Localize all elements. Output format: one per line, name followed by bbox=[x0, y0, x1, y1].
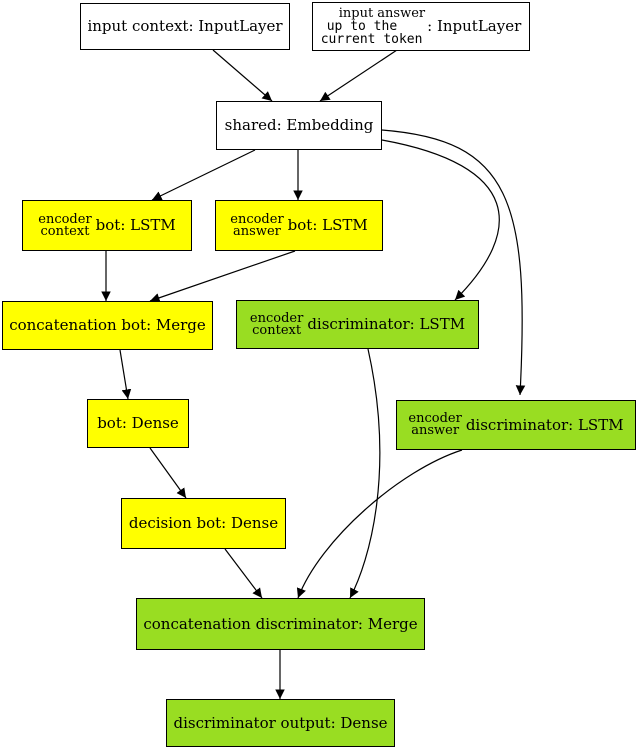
node-decision-bot-label: decision bot: Dense bbox=[128, 514, 279, 532]
node-encoder-answer-bot[interactable]: encoder answer bot: LSTM bbox=[215, 200, 383, 251]
node-input-answer-line3: current token bbox=[320, 32, 423, 47]
node-encoder-context-discriminator-suffix: discriminator: LSTM bbox=[307, 315, 466, 333]
node-input-answer-line1: input answer bbox=[338, 6, 426, 21]
edge-shared-to-encoder-answer-discriminator bbox=[381, 129, 526, 396]
node-concatenation-bot-label: concatenation bot: Merge bbox=[9, 316, 206, 334]
edge-concatenation-bot-to-bot-dense bbox=[119, 349, 132, 400]
node-discriminator-output[interactable]: discriminator output: Dense bbox=[166, 699, 395, 747]
node-encoder-answer-bot-top: encoder bbox=[230, 211, 284, 227]
node-encoder-context-bot-stack: encoder context bbox=[38, 211, 92, 239]
edge-encoder-answer-bot-to-concatenation-bot bbox=[149, 250, 296, 303]
node-concatenation-bot[interactable]: concatenation bot: Merge bbox=[2, 301, 213, 350]
node-encoder-context-bot[interactable]: encoder context bot: LSTM bbox=[22, 200, 192, 251]
node-encoder-answer-discriminator-stack: encoder answer bbox=[408, 411, 462, 438]
node-encoder-answer-discriminator-top: encoder bbox=[408, 411, 462, 426]
node-encoder-context-bot-top: encoder bbox=[38, 211, 92, 227]
node-concatenation-discriminator[interactable]: concatenation discriminator: Merge bbox=[136, 598, 425, 650]
node-encoder-context-discriminator-bottom: context bbox=[252, 322, 302, 338]
node-bot-dense-label: bot: Dense bbox=[97, 414, 179, 432]
node-decision-bot[interactable]: decision bot: Dense bbox=[121, 498, 286, 549]
node-encoder-answer-discriminator-bottom: answer bbox=[411, 423, 460, 438]
node-encoder-answer-bot-bottom: answer bbox=[233, 223, 281, 239]
node-encoder-context-bot-bottom: context bbox=[40, 223, 90, 239]
node-input-answer[interactable]: input answer up to the current token : I… bbox=[312, 2, 530, 51]
node-encoder-answer-discriminator[interactable]: encoder answer discriminator: LSTM bbox=[396, 400, 636, 450]
node-shared[interactable]: shared: Embedding bbox=[216, 101, 382, 150]
node-shared-label: shared: Embedding bbox=[224, 116, 374, 134]
node-bot-dense[interactable]: bot: Dense bbox=[87, 399, 189, 448]
node-encoder-answer-bot-stack: encoder answer bbox=[230, 211, 284, 239]
edge-shared-to-encoder-context-discriminator bbox=[381, 139, 500, 301]
node-input-context[interactable]: input context: InputLayer bbox=[80, 3, 290, 50]
node-encoder-answer-bot-suffix: bot: LSTM bbox=[287, 216, 368, 234]
edge-shared-to-encoder-context-bot bbox=[151, 149, 256, 201]
node-input-context-label: input context: InputLayer bbox=[87, 17, 283, 35]
edge-input-answer-to-shared bbox=[319, 49, 398, 102]
node-input-answer-name: input answer up to the current token bbox=[321, 7, 425, 46]
edge-input-context-to-shared bbox=[212, 49, 273, 102]
edge-bot-dense-to-decision-bot bbox=[149, 447, 187, 499]
node-encoder-context-discriminator-stack: encoder context bbox=[249, 310, 304, 338]
node-concatenation-discriminator-label: concatenation discriminator: Merge bbox=[143, 614, 418, 633]
node-discriminator-output-label: discriminator output: Dense bbox=[173, 713, 388, 732]
node-encoder-answer-discriminator-suffix: discriminator: LSTM bbox=[465, 415, 624, 434]
node-input-answer-suffix: : InputLayer bbox=[427, 17, 522, 35]
edge-encoder-answer-discriminator-to-concatenation-discriminator bbox=[296, 449, 463, 599]
edge-decision-bot-to-concatenation-discriminator bbox=[224, 548, 263, 599]
node-encoder-context-bot-suffix: bot: LSTM bbox=[95, 216, 176, 234]
edge-encoder-context-discriminator-to-concatenation-discriminator bbox=[349, 348, 381, 599]
node-encoder-context-discriminator-top: encoder bbox=[249, 310, 304, 326]
node-encoder-context-discriminator[interactable]: encoder context discriminator: LSTM bbox=[236, 300, 479, 349]
node-input-answer-line2: up to the bbox=[326, 19, 398, 34]
